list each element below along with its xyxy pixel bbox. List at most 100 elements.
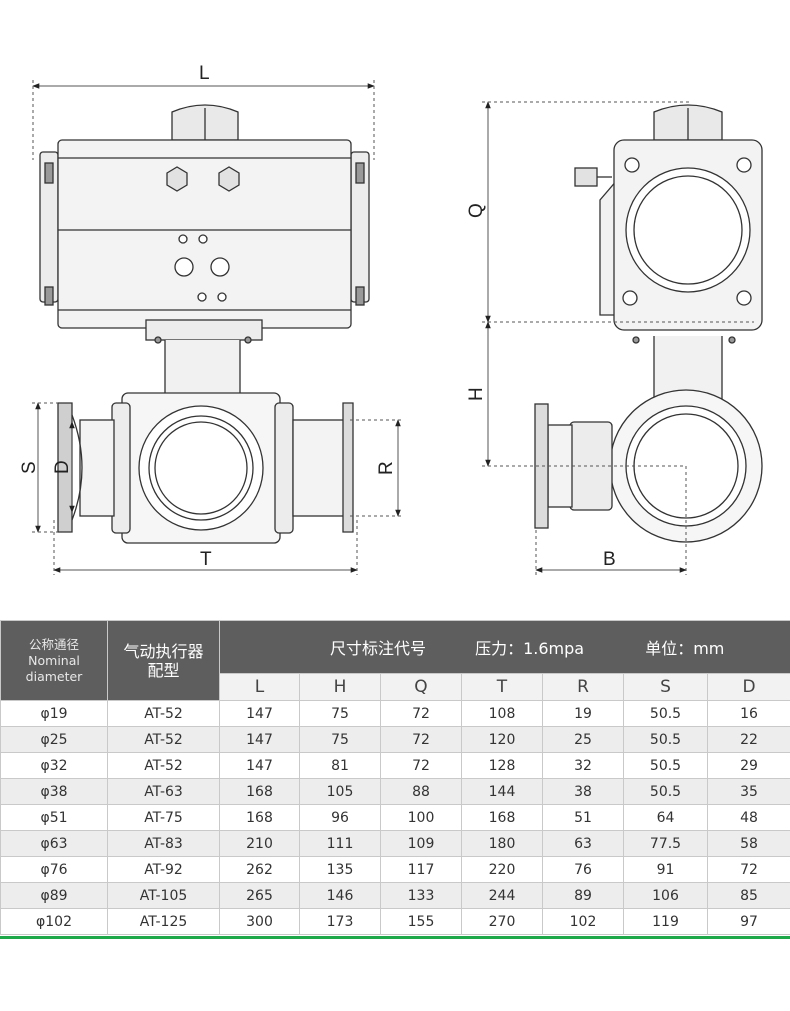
cell-actuator: AT-52: [107, 752, 220, 779]
cell-value: 270: [461, 908, 543, 935]
cell-diameter: φ63: [0, 830, 108, 857]
cell-value: 72: [380, 752, 462, 779]
cell-value: 133: [380, 882, 462, 909]
label-L: L: [199, 63, 210, 84]
cell-value: 147: [219, 726, 300, 753]
nominal-cn: 公称通径: [28, 636, 79, 652]
label-B: B: [603, 549, 616, 570]
cell-value: 155: [380, 908, 462, 935]
cell-value: 109: [380, 830, 462, 857]
cell-value: 63: [542, 830, 624, 857]
cell-diameter: φ51: [0, 804, 108, 831]
cell-value: 76: [542, 856, 624, 883]
cell-value: 58: [706, 830, 790, 857]
cell-value: 244: [461, 882, 543, 909]
cell-diameter: φ25: [0, 726, 108, 753]
dimension-labels: L T S D R Q H B: [19, 63, 616, 570]
cell-value: 81: [299, 752, 381, 779]
cell-value: 51: [542, 804, 624, 831]
side-view: [534, 104, 763, 543]
cell-value: 22: [706, 726, 790, 753]
cell-diameter: φ38: [0, 778, 108, 805]
column-header-L: L: [219, 673, 300, 701]
spec-table: 公称通径 Nominal diameter 气动执行器 配型 尺寸标注代号 压力…: [0, 620, 790, 935]
dim-code-text: 尺寸标注代号: [330, 639, 427, 658]
cell-value: 72: [706, 856, 790, 883]
cell-value: 16: [706, 700, 790, 727]
cell-value: 48: [706, 804, 790, 831]
cell-diameter: φ32: [0, 752, 108, 779]
cell-value: 173: [299, 908, 381, 935]
cell-value: 128: [461, 752, 543, 779]
actuator-line-2: 配型: [147, 660, 180, 680]
cell-value: 38: [542, 778, 624, 805]
cell-value: 96: [299, 804, 381, 831]
cell-value: 25: [542, 726, 624, 753]
cell-value: 75: [299, 726, 381, 753]
front-view: [39, 104, 370, 544]
cell-value: 77.5: [623, 830, 708, 857]
nominal-en-1: Nominal: [28, 652, 80, 668]
cell-value: 168: [219, 804, 300, 831]
cell-value: 91: [623, 856, 708, 883]
cell-actuator: AT-52: [107, 700, 220, 727]
label-Q: Q: [466, 203, 487, 218]
side-dimension-lines: [482, 101, 754, 575]
cell-value: 120: [461, 726, 543, 753]
cell-actuator: AT-125: [107, 908, 220, 935]
cell-diameter: φ76: [0, 856, 108, 883]
label-H: H: [466, 387, 487, 401]
accent-bar: [0, 936, 790, 939]
column-header-H: H: [299, 673, 381, 701]
cell-diameter: φ19: [0, 700, 108, 727]
cell-value: 102: [542, 908, 624, 935]
cell-actuator: AT-52: [107, 726, 220, 753]
cell-value: 32: [542, 752, 624, 779]
cell-value: 265: [219, 882, 300, 909]
actuator-line-1: 气动执行器: [123, 641, 204, 661]
column-header-S: S: [623, 673, 708, 701]
cell-value: 119: [623, 908, 708, 935]
cell-value: 144: [461, 778, 543, 805]
header-nominal-diameter: 公称通径 Nominal diameter: [0, 620, 108, 701]
cell-value: 97: [706, 908, 790, 935]
cell-value: 108: [461, 700, 543, 727]
cell-value: 168: [219, 778, 300, 805]
unit-text: 单位：mm: [645, 639, 725, 658]
cell-value: 147: [219, 700, 300, 727]
cell-value: 72: [380, 700, 462, 727]
cell-actuator: AT-92: [107, 856, 220, 883]
cell-value: 135: [299, 856, 381, 883]
cell-value: 64: [623, 804, 708, 831]
label-T: T: [200, 549, 212, 570]
column-header-T: T: [461, 673, 543, 701]
cell-value: 147: [219, 752, 300, 779]
cell-actuator: AT-83: [107, 830, 220, 857]
cell-value: 300: [219, 908, 300, 935]
cell-value: 50.5: [623, 778, 708, 805]
cell-value: 75: [299, 700, 381, 727]
cell-actuator: AT-75: [107, 804, 220, 831]
cell-actuator: AT-105: [107, 882, 220, 909]
cell-value: 72: [380, 726, 462, 753]
cell-value: 85: [706, 882, 790, 909]
label-D: D: [52, 460, 73, 474]
cell-value: 111: [299, 830, 381, 857]
label-R: R: [376, 461, 397, 475]
cell-value: 168: [461, 804, 543, 831]
valve-technical-drawing: L T S D R Q H B: [19, 63, 763, 575]
pressure-text: 压力：1.6mpa: [475, 639, 585, 658]
cell-value: 50.5: [623, 726, 708, 753]
cell-value: 117: [380, 856, 462, 883]
nominal-en-2: diameter: [25, 668, 83, 684]
cell-value: 146: [299, 882, 381, 909]
